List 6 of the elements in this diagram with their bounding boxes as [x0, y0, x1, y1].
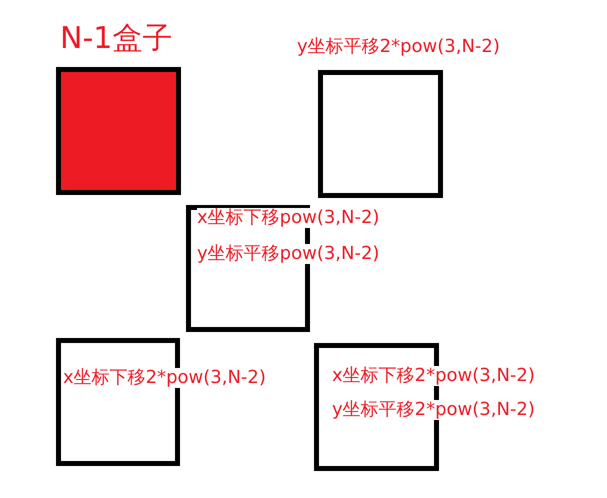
- coordinate-note: y坐标平移pow(3,N-2): [197, 244, 380, 264]
- coordinate-note: x坐标下移pow(3,N-2): [197, 208, 380, 228]
- coordinate-note: x坐标下移2*pow(3,N-2): [332, 366, 535, 386]
- coordinate-note: y坐标平移2*pow(3,N-2): [297, 37, 500, 57]
- coordinate-note: x坐标下移2*pow(3,N-2): [63, 368, 266, 388]
- coordinate-note: y坐标平移2*pow(3,N-2): [332, 400, 535, 420]
